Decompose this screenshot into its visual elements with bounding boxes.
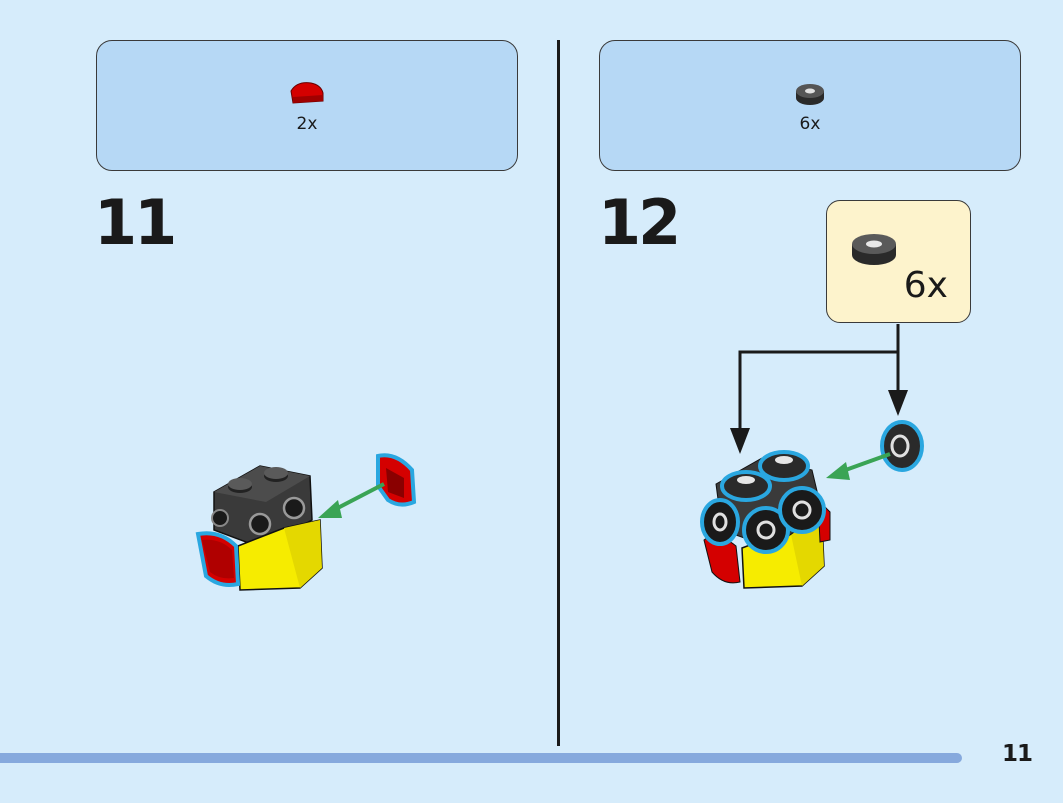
- page-number: 11: [1002, 741, 1033, 767]
- black-round-tile-icon: [849, 229, 899, 273]
- step-number-12: 12: [598, 186, 681, 259]
- parts-box-step-12: 6x: [599, 40, 1021, 171]
- page-footer-bar: [0, 753, 962, 763]
- sub-assembly-callout: 6x: [826, 200, 971, 323]
- step-12-model: [700, 420, 924, 589]
- black-round-tile-icon: [793, 79, 827, 113]
- parts-box-step-11: 2x: [96, 40, 518, 171]
- parts-quantity: 2x: [296, 114, 318, 134]
- parts-quantity: 6x: [799, 114, 821, 134]
- callout-connector-arrows: [730, 324, 908, 454]
- step-divider: [557, 40, 560, 746]
- red-curved-slope-icon: [287, 79, 327, 113]
- callout-quantity: 6x: [903, 265, 948, 306]
- step-number-11: 11: [94, 186, 177, 259]
- step-11-model: [195, 453, 417, 591]
